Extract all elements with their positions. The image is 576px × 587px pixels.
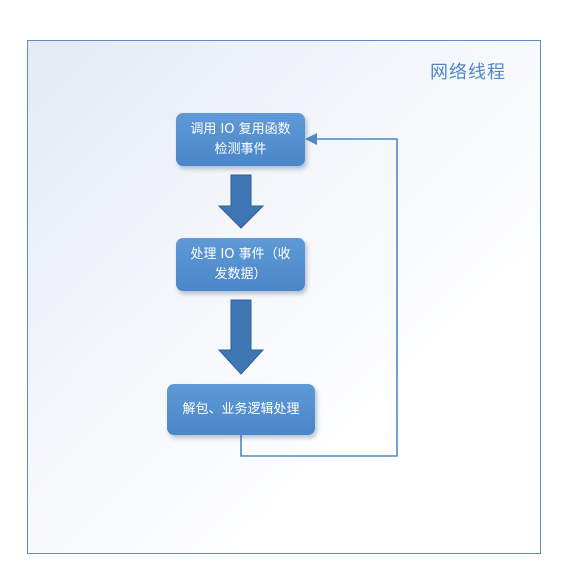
node-3-line-1: 解包、业务逻辑处理 xyxy=(182,401,300,417)
node-2-line-1: 处理 IO 事件（收 xyxy=(190,246,291,262)
node-2-line-2: 发数据） xyxy=(214,266,267,282)
loop-back-line xyxy=(240,138,398,457)
handle-io-events-node: 处理 IO 事件（收 发数据） xyxy=(176,238,305,291)
loop-back-arrowhead xyxy=(305,133,317,145)
frame-title: 网络线程 xyxy=(430,62,506,83)
down-arrow-2 xyxy=(217,299,265,375)
detect-events-node: 调用 IO 复用函数 检测事件 xyxy=(176,113,305,166)
node-1-line-1: 调用 IO 复用函数 xyxy=(190,121,291,137)
node-1-line-2: 检测事件 xyxy=(214,141,267,157)
down-arrow-1 xyxy=(217,174,265,229)
business-logic-node: 解包、业务逻辑处理 xyxy=(167,384,315,435)
